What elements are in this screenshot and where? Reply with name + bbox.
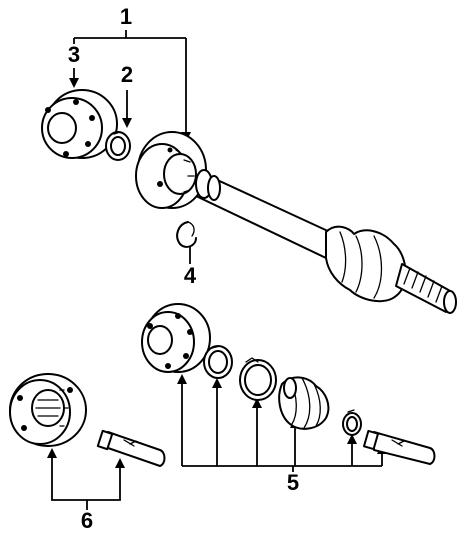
callout-2: 2 <box>121 62 133 87</box>
snap-ring-part-2 <box>105 131 131 161</box>
inner-joint-part-6 <box>9 373 166 467</box>
lock-ring-part-4 <box>176 221 197 248</box>
callout-1: 1 <box>120 4 132 29</box>
cv-joint-cover-part-3 <box>41 89 118 159</box>
callout-5: 5 <box>287 470 299 495</box>
callout-4: 4 <box>184 263 197 288</box>
cv-joint-kit-part-5 <box>141 303 436 465</box>
callout-6: 6 <box>81 508 93 533</box>
callout-3: 3 <box>68 42 80 67</box>
axle-shaft-assembly-part-1 <box>135 131 457 314</box>
